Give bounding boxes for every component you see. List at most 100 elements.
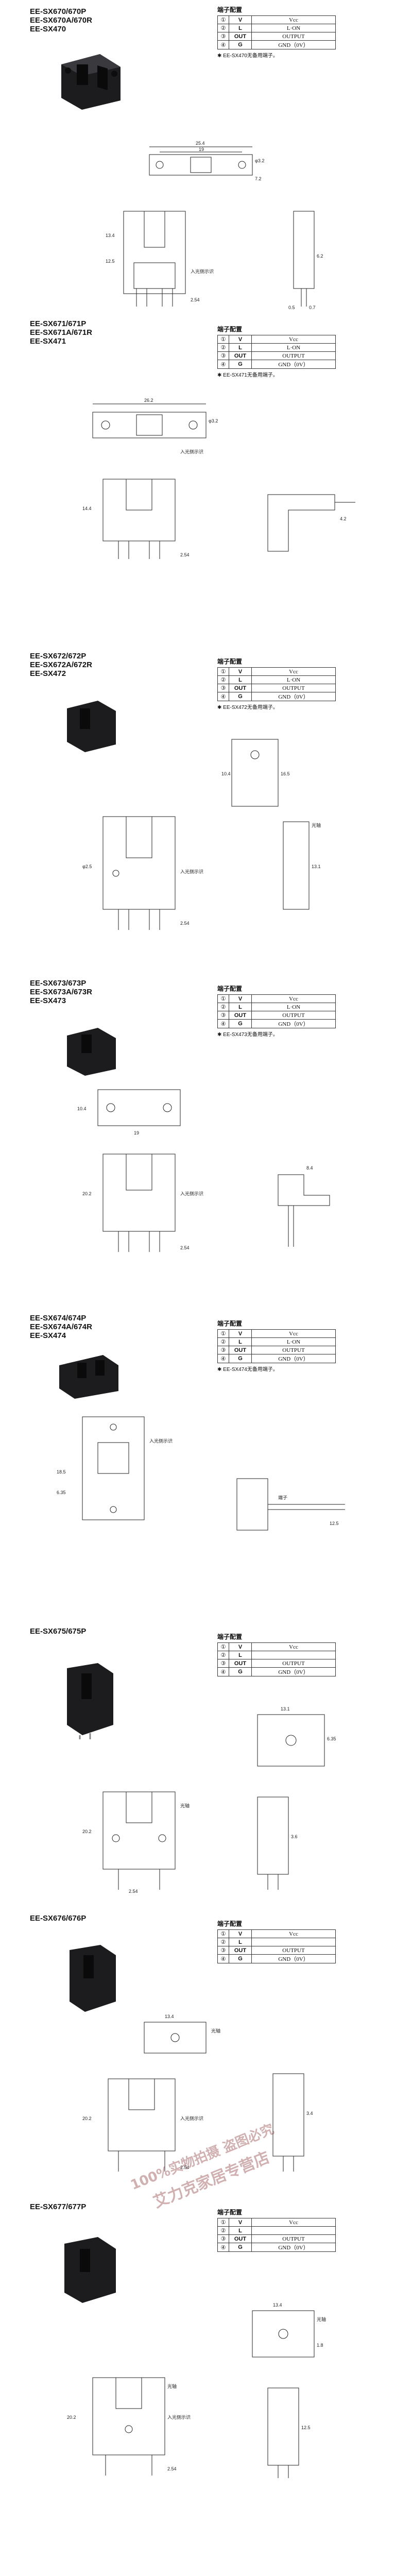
dim-label: 3.4: [306, 2111, 313, 2116]
dim-label: 2.54: [129, 1889, 138, 1894]
dim-label: 6.35: [57, 1490, 66, 1495]
sensor-photo: [64, 2237, 116, 2303]
sensor-photo: [61, 54, 121, 110]
pin-note: ✱ EE-SX474无备用端子。: [217, 1367, 278, 1372]
model-title: EE-SX672/672P EE-SX672A/672R EE-SX472: [30, 652, 92, 678]
light-side-label: 入光侧示识: [167, 2414, 191, 2420]
dim-label: 12.5: [301, 2425, 311, 2430]
dimension-drawing-top: 16.5 10.4: [221, 734, 304, 811]
dim-label: 16.5: [281, 771, 290, 776]
dimension-drawing-side: 3.6: [237, 1787, 330, 1895]
dim-label: 19: [199, 147, 204, 152]
light-side-label: 入光侧示识: [180, 869, 203, 875]
optical-axis-label: 光轴: [211, 2028, 220, 2034]
model-title: EE-SX673/673P EE-SX673A/673R EE-SX473: [30, 979, 92, 1005]
dim-label: 18.5: [57, 1469, 66, 1475]
dim-label: 6.2: [317, 253, 323, 259]
dimension-drawing-top: 13.4 光轴: [124, 2012, 237, 2069]
dim-label: 25.4: [196, 141, 205, 146]
light-side-label: 入光侧示识: [149, 1438, 173, 1444]
dim-label: 7.2: [255, 176, 262, 181]
dim-label: 10.4: [221, 771, 231, 776]
dimension-drawing-front: 入光侧示识 20.2 2.54: [77, 2074, 232, 2177]
dimension-drawing-side: 3.4: [252, 2063, 340, 2177]
pin-note: ✱ EE-SX471无备用端子。: [217, 372, 278, 378]
dim-label: 2.54: [167, 2466, 177, 2471]
dim-label: 26.2: [144, 398, 153, 403]
dim-label: 20.2: [82, 2116, 92, 2121]
optical-axis-label: 光轴: [167, 2383, 177, 2389]
dim-label: 13.4: [273, 2302, 282, 2308]
dim-label: 20.2: [82, 1829, 92, 1834]
optical-axis-label: 光轴: [317, 2316, 326, 2323]
pin-heading: 端子配置: [217, 1320, 243, 1327]
dim-label: 13.4: [106, 233, 115, 238]
dim-label: 3.6: [291, 1834, 298, 1839]
dim-label: φ3.2: [255, 158, 264, 163]
pin-heading: 端子配置: [217, 658, 243, 665]
dim-label: φ2.5: [82, 864, 92, 869]
dim-label: 0.7: [309, 305, 316, 310]
dimension-drawing-top: 25.4 19 φ3.2 7.2: [139, 139, 273, 201]
dimension-drawing-side: 8.4: [258, 1149, 350, 1257]
dim-label: 0.5: [288, 305, 295, 310]
dim-label: 1.8: [317, 2343, 323, 2348]
dim-label: 12.5: [106, 259, 115, 264]
pin-heading: 端子配置: [217, 1920, 243, 1927]
dimension-drawing-front: 入光侧示识 18.5 6.35: [52, 1412, 221, 1546]
light-side-label: 入光侧示识: [180, 2115, 203, 2122]
pin-note: ✱ EE-SX472无备用端子。: [217, 705, 278, 710]
pin-heading: 端子配置: [217, 1633, 243, 1640]
model-title: EE-SX671/671P EE-SX671A/671R EE-SX471: [30, 319, 92, 346]
dimension-drawing-front: 14.4 2.54: [77, 474, 232, 562]
optical-axis-label: 光轴: [180, 1803, 190, 1809]
dim-label: 13.1: [312, 864, 321, 869]
model-title: EE-SX677/677P: [30, 2202, 87, 2211]
dim-label: 6.35: [327, 1736, 336, 1741]
dimension-drawing-front: 入光侧示识 2.54 φ2.5: [77, 806, 232, 935]
pin-heading: 端子配置: [217, 326, 243, 333]
model-title: EE-SX675/675P: [30, 1627, 87, 1636]
terminal-label: 端子: [278, 1495, 287, 1501]
